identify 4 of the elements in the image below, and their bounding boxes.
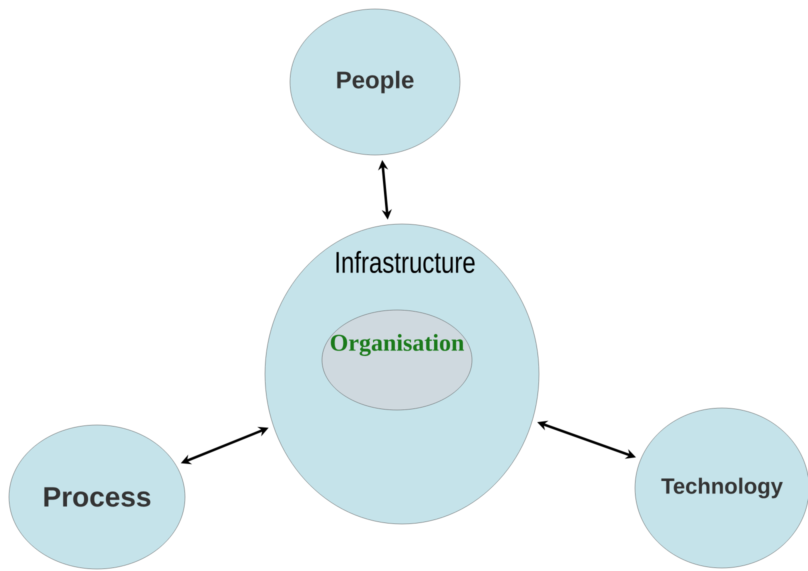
ellipse-node: Process bbox=[8, 424, 186, 570]
ellipse-node: People bbox=[290, 8, 460, 156]
ellipse-node: Technology bbox=[634, 408, 808, 568]
ellipse-node: Organisation bbox=[322, 310, 472, 410]
